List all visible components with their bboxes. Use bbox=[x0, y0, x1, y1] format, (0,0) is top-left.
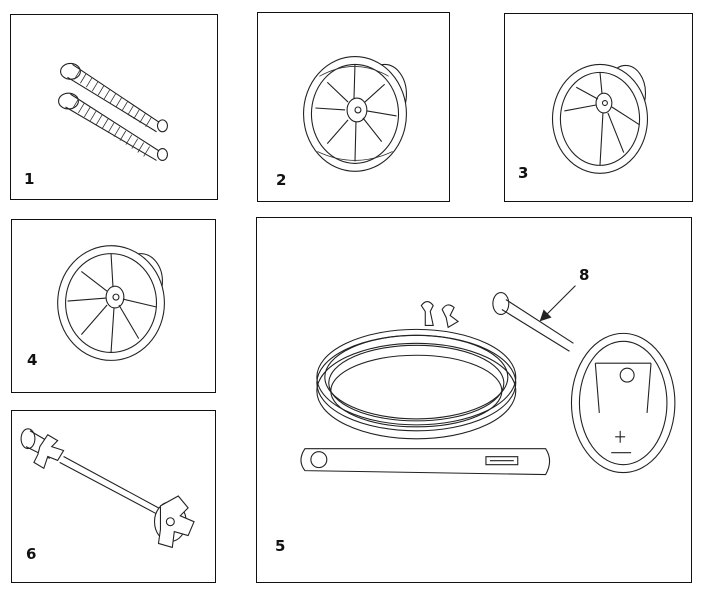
panel-1: 1 bbox=[10, 14, 218, 200]
panel-number: 1 bbox=[24, 170, 35, 188]
callout-arrow bbox=[539, 285, 576, 322]
wing-nuts bbox=[420, 301, 460, 329]
spindle-shaft-illustration bbox=[20, 428, 195, 549]
wrench bbox=[300, 448, 551, 476]
panel-4: 4 bbox=[11, 219, 216, 393]
accessory-kit-illustration bbox=[300, 285, 676, 476]
threaded-rods-illustration bbox=[58, 62, 168, 161]
panel-6: 6 bbox=[11, 410, 216, 583]
panel-number: 5 bbox=[275, 537, 286, 555]
threaded-rod-lower bbox=[58, 92, 168, 161]
disc-guard-illustration bbox=[551, 63, 649, 174]
disc-guard-illustration bbox=[57, 245, 165, 361]
threaded-rod-upper bbox=[60, 62, 168, 133]
panel-3: 3 bbox=[504, 13, 693, 202]
callout-number: 8 bbox=[579, 266, 590, 284]
spindle-nut-right bbox=[153, 495, 195, 549]
panel-number: 6 bbox=[26, 545, 37, 563]
shaft-assembly bbox=[492, 292, 574, 352]
spindle-nut-left bbox=[20, 428, 65, 470]
disc-guard-illustration bbox=[302, 55, 407, 172]
panel-number: 2 bbox=[276, 171, 287, 189]
coiled-hose bbox=[316, 328, 517, 440]
large-disc bbox=[570, 332, 676, 474]
panel-number: 3 bbox=[518, 164, 529, 182]
panel-2: 2 bbox=[257, 12, 450, 202]
panel-number: 4 bbox=[27, 351, 38, 369]
panel-5: 8 5 bbox=[256, 217, 692, 583]
